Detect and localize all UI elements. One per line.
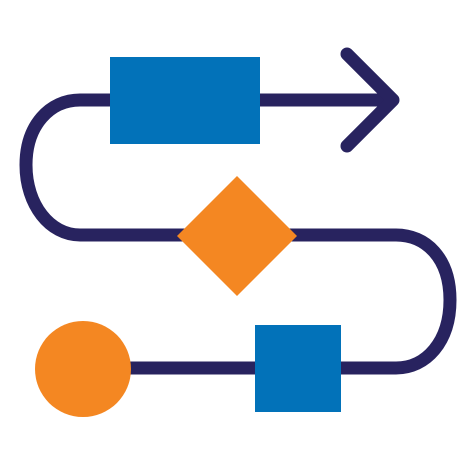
- process-rectangle: [110, 57, 260, 144]
- start-circle: [35, 321, 131, 417]
- arrow-head-icon: [340, 47, 400, 153]
- decision-diamond: [177, 176, 297, 296]
- process-square: [255, 325, 341, 412]
